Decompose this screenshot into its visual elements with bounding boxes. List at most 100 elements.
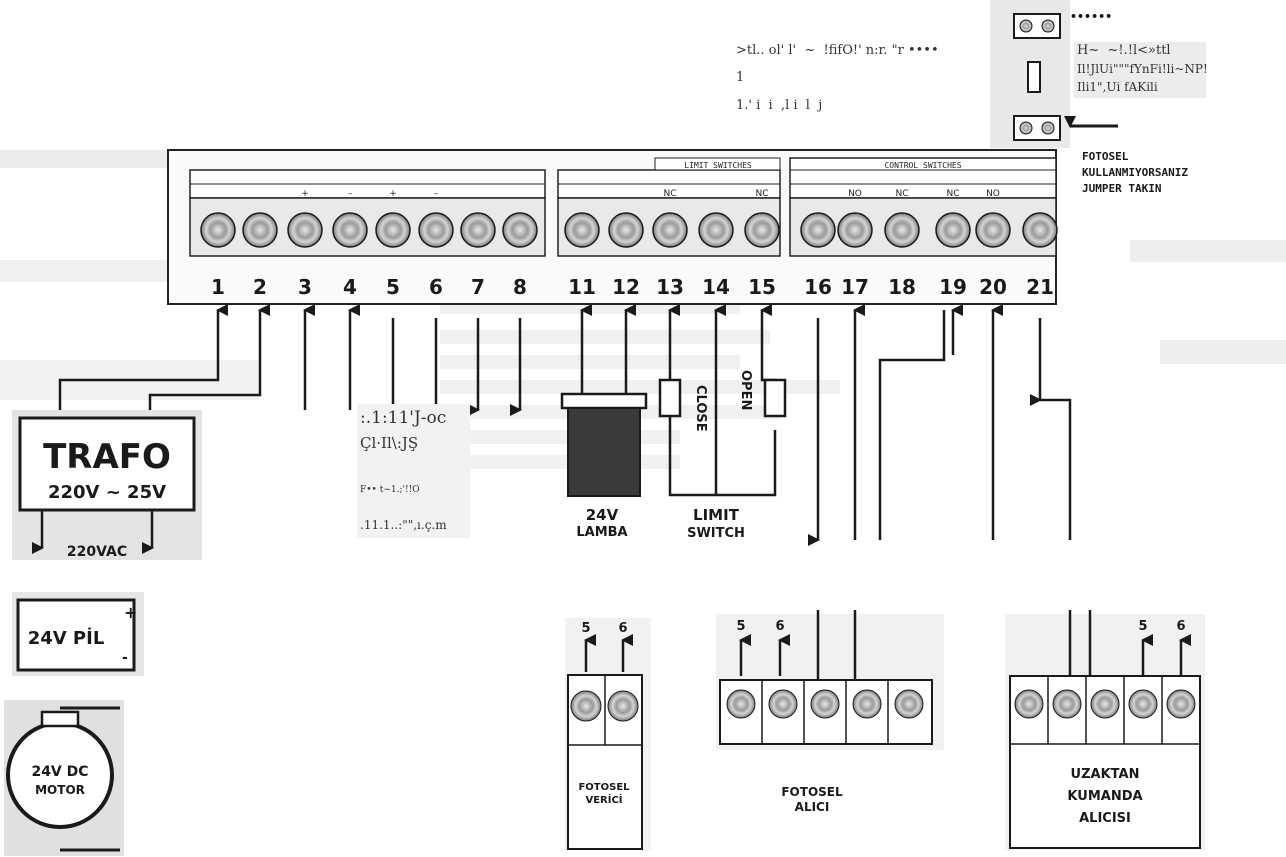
rx-label-line2: ALICI — [795, 800, 830, 814]
lamp-label-line1: 24V — [586, 506, 619, 524]
terminal-screw — [564, 212, 600, 248]
ocr-mid-line1: :.1:11'J-oc — [360, 408, 447, 428]
terminal-sublabel: NO — [848, 189, 862, 199]
lamp-label-line2: LAMBA — [576, 525, 627, 540]
terminal-sublabel: + — [389, 189, 397, 199]
terminal-number: 6 — [429, 275, 443, 299]
terminal-number: 7 — [471, 275, 485, 299]
terminal-screw — [608, 212, 644, 248]
rx-pin-5: 5 — [736, 619, 745, 634]
terminal-number: 3 — [298, 275, 312, 299]
ocr-mid-line4: .11.1..:"",ı.ç.m — [360, 518, 447, 532]
lamp-block: 24V LAMBA — [560, 392, 648, 540]
terminal-number: 20 — [979, 275, 1007, 299]
tx-pin-6: 6 — [618, 621, 627, 636]
battery-plus: + — [124, 603, 137, 622]
transformer-block: TRAFO 220V ~ 25V 220VAC — [12, 410, 202, 560]
terminal-number: 14 — [702, 275, 730, 299]
terminal-screw — [884, 212, 920, 248]
terminal-screw — [460, 212, 496, 248]
jumper-note-line1: FOTOSEL — [1082, 150, 1129, 163]
terminal-number: 11 — [568, 275, 596, 299]
terminal-number: 4 — [343, 275, 357, 299]
terminal-screw — [744, 212, 780, 248]
terminal-number: 17 — [841, 275, 869, 299]
terminal-screw — [837, 212, 873, 248]
limit-switch-label-line1: LIMIT — [693, 506, 740, 524]
terminal-sublabel: + — [301, 189, 309, 199]
trafo-supply-label: 220VAC — [67, 544, 127, 560]
photocell-receiver: 5 6 FOTOSEL ALICI — [716, 610, 944, 814]
remote-label-line3: ALICISI — [1079, 811, 1131, 826]
ocr-box-line1: H~ ~!.!l<»ttl — [1077, 43, 1171, 58]
jumper-panel: FOTOSEL KULLANMIYORSANIZ JUMPER TAKIN — [990, 0, 1188, 195]
terminal-sublabel: NC — [663, 189, 676, 199]
terminal-number: 19 — [939, 275, 967, 299]
ocr-note-box — [1074, 42, 1206, 98]
terminal-sublabel: NO — [986, 189, 1000, 199]
ocr-top-line3: 1.' i i ,l i l j — [736, 98, 823, 113]
motor-label-line1: 24V DC — [31, 764, 88, 780]
ocr-mid-line3: F•• t~1.;'!!O — [360, 485, 420, 495]
terminal-screw — [200, 212, 236, 248]
terminal-screw — [242, 212, 278, 248]
limit-switch-label-line2: SWITCH — [687, 526, 745, 541]
ocr-top-line2: 1 — [736, 70, 745, 85]
terminal-number: 13 — [656, 275, 684, 299]
remote-label-line2: KUMANDA — [1067, 789, 1142, 804]
ocr-mid-box — [357, 404, 470, 538]
terminal-screw — [418, 212, 454, 248]
ocr-dots: •••••• — [1070, 10, 1113, 23]
limit-switch-block: CLOSE OPEN LIMIT SWITCH — [658, 370, 787, 541]
terminal-screw — [1022, 212, 1058, 248]
remote-pin-5: 5 — [1138, 619, 1147, 634]
terminal-screw — [287, 212, 323, 248]
terminal-number: 8 — [513, 275, 527, 299]
trafo-title: TRAFO — [43, 437, 171, 477]
terminal-screw — [698, 212, 734, 248]
terminal-number: 18 — [888, 275, 916, 299]
ocr-box-line3: Ili1",Ui fAKili — [1077, 80, 1158, 94]
terminal-screw — [935, 212, 971, 248]
wires — [58, 304, 1072, 546]
tx-label-line1: FOTOSEL — [578, 782, 630, 793]
terminal-sublabel: – — [348, 189, 353, 199]
jumper-note-line2: KULLANMIYORSANIZ — [1082, 166, 1188, 179]
motor-label-line2: MOTOR — [35, 783, 85, 797]
limit-switches-label: LIMIT SWITCHES — [684, 161, 752, 170]
ocr-top-line1: >tl.. ol' l' ~ !fifO!' n:r. "r •••• — [736, 43, 939, 58]
rx-label-line1: FOTOSEL — [781, 785, 843, 799]
battery-label: 24V PİL — [28, 627, 105, 649]
terminal-screw — [800, 212, 836, 248]
terminal-screw — [375, 212, 411, 248]
terminal-screw — [652, 212, 688, 248]
tx-label-line2: VERİCİ — [585, 792, 622, 806]
terminal-number: 1 — [211, 275, 225, 299]
ocr-mid-line2: Çl·Il\:JŞ — [360, 434, 419, 452]
limit-switch-open-label: OPEN — [738, 370, 753, 410]
tx-pin-5: 5 — [581, 621, 590, 636]
rx-pin-6: 6 — [775, 619, 784, 634]
terminal-screw — [975, 212, 1011, 248]
terminal-number: 2 — [253, 275, 267, 299]
terminal-screw — [502, 212, 538, 248]
remote-label-line1: UZAKTAN — [1071, 767, 1140, 782]
terminal-number: 12 — [612, 275, 640, 299]
remote-receiver: 5 6 UZAKTAN KUMANDA ALICISI — [1005, 610, 1205, 850]
battery-minus: - — [122, 650, 128, 666]
remote-pin-6: 6 — [1176, 619, 1185, 634]
terminal-number: 5 — [386, 275, 400, 299]
terminal-sublabel: NC — [895, 189, 908, 199]
jumper-note-line3: JUMPER TAKIN — [1082, 182, 1161, 195]
terminal-sublabel: NC — [755, 189, 768, 199]
terminal-number: 15 — [748, 275, 776, 299]
terminal-sublabel: NC — [946, 189, 959, 199]
limit-switch-close-label: CLOSE — [693, 385, 708, 432]
terminal-number: 16 — [804, 275, 832, 299]
motor-block: 24V DC MOTOR — [4, 700, 124, 856]
terminal-number: 21 — [1026, 275, 1054, 299]
